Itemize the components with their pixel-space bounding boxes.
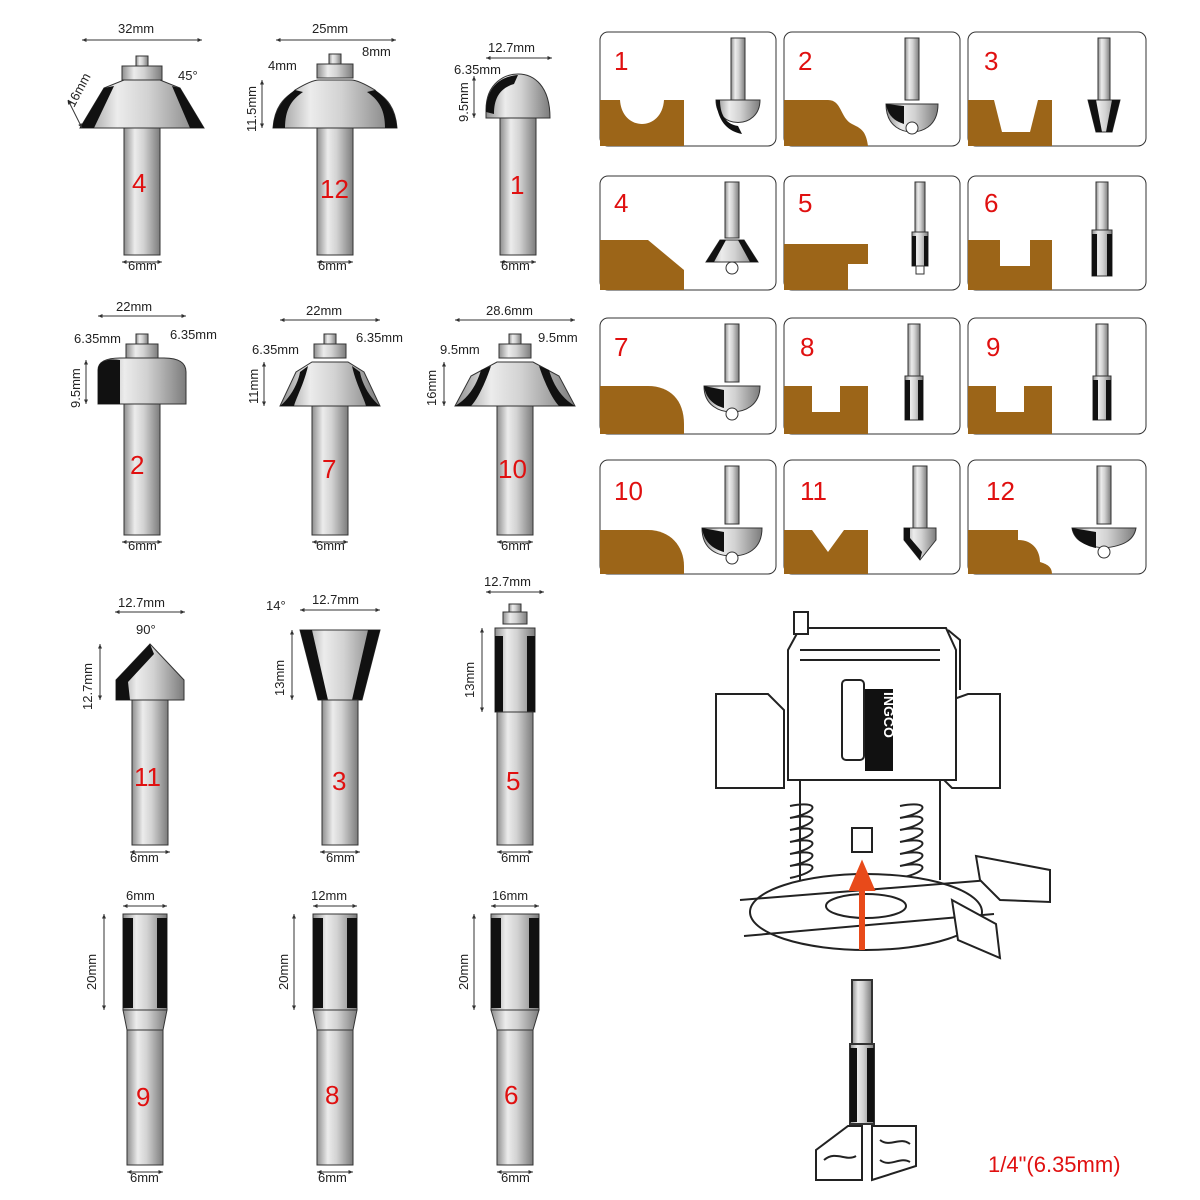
top-width-label: 12.7mm (484, 574, 531, 589)
bit-number: 2 (130, 450, 144, 480)
profile-cell: 10 (599, 459, 777, 575)
side-height-label: 20mm (276, 954, 291, 990)
top-width-label: 22mm (306, 303, 342, 318)
bit-drawing (122, 913, 540, 1166)
shank-label: 6mm (318, 258, 347, 273)
profile-cell: 6 (967, 175, 1147, 291)
profile-cell: 12 (967, 459, 1147, 575)
bit-labels: 32mm 16mm 45° 4 6mm 25mm 4mm 8mm 11.5mm … (63, 21, 577, 1185)
shank-size-label: 1/4"(6.35mm) (988, 1152, 1121, 1177)
extra-label: 9.5mm (538, 330, 578, 345)
bit-number: 6 (504, 1080, 518, 1110)
bit-number: 4 (132, 168, 146, 198)
profile-number: 1 (614, 46, 628, 76)
notch-label: 9.5mm (440, 342, 480, 357)
side-height-label: 12.7mm (80, 663, 95, 710)
shank-label: 6mm (128, 538, 157, 553)
shank-label: 6mm (128, 258, 157, 273)
top-width-label: 28.6mm (486, 303, 533, 318)
top-width-label: 32mm (118, 21, 154, 36)
profile-cell: 9 (967, 317, 1147, 435)
profile-cell: 1 (599, 31, 777, 147)
bit-number: 11 (134, 762, 161, 792)
bit-number: 5 (506, 766, 520, 796)
shank-label: 6mm (130, 850, 159, 865)
router-illustration: INGCO (715, 611, 1051, 1182)
profile-cell: 4 (599, 175, 777, 291)
bit-number: 10 (498, 454, 527, 484)
side-height-label: 16mm (424, 370, 439, 406)
profile-cell: 8 (783, 317, 961, 435)
angle-label: 14° (266, 598, 286, 613)
bit-drawing (97, 333, 576, 536)
side-height-label: 20mm (84, 954, 99, 990)
profile-number: 8 (800, 332, 814, 362)
shank-label: 6mm (316, 538, 345, 553)
side-height-label: 13mm (462, 662, 477, 698)
angle-label: 45° (178, 68, 198, 83)
bit-number: 3 (332, 766, 346, 796)
shank-label: 6mm (501, 1170, 530, 1185)
profile-cell: 11 (783, 459, 961, 575)
top-width-label: 22mm (116, 299, 152, 314)
extra-label: 8mm (362, 44, 391, 59)
side-height-label: 9.5mm (68, 368, 83, 408)
profile-number: 11 (800, 476, 827, 506)
bit-number: 7 (322, 454, 336, 484)
side-height-label: 13mm (272, 660, 287, 696)
notch-label: 6.35mm (252, 342, 299, 357)
notch-label: 6.35mm (74, 331, 121, 346)
side-height-label: 9.5mm (456, 82, 471, 122)
extra-label: 6.35mm (356, 330, 403, 345)
profile-number: 4 (614, 188, 628, 218)
profile-number: 3 (984, 46, 998, 76)
profile-grid: 1 2 3 4 5 (599, 31, 1147, 575)
extra-label: 6.35mm (170, 327, 217, 342)
top-width-label: 12.7mm (118, 595, 165, 610)
profile-cell: 2 (783, 31, 961, 147)
profile-cell: 5 (783, 175, 961, 291)
notch-label: 6.35mm (454, 62, 501, 77)
bit-drawing (115, 603, 536, 846)
side-height-label: 11.5mm (244, 86, 259, 132)
top-width-label: 12mm (311, 888, 347, 903)
profile-number: 10 (614, 476, 643, 506)
shank-label: 6mm (501, 538, 530, 553)
bit-number: 1 (510, 170, 524, 200)
profile-number: 2 (798, 46, 812, 76)
top-width-label: 16mm (492, 888, 528, 903)
profile-cell: 3 (967, 31, 1147, 147)
top-width-label: 12.7mm (312, 592, 359, 607)
bit-dimension-drawings: 32mm 16mm 45° 4 6mm 25mm 4mm 8mm 11.5mm … (63, 21, 577, 1185)
shank-label: 6mm (326, 850, 355, 865)
shank-label: 6mm (130, 1170, 159, 1185)
router-brand: INGCO (881, 692, 897, 738)
top-width-label: 12.7mm (488, 40, 535, 55)
top-width-label: 25mm (312, 21, 348, 36)
profile-number: 6 (984, 188, 998, 218)
bit-number: 8 (325, 1080, 339, 1110)
bit-number: 12 (320, 174, 349, 204)
angle-label: 90° (136, 622, 156, 637)
profile-number: 7 (614, 332, 628, 362)
profile-number: 12 (986, 476, 1015, 506)
profile-number: 5 (798, 188, 812, 218)
shank-label: 6mm (318, 1170, 347, 1185)
side-height-label: 11mm (246, 369, 261, 404)
dimension-lines (67, 38, 575, 1174)
notch-label: 4mm (268, 58, 297, 73)
side-height-label: 20mm (456, 954, 471, 990)
bit-drawing (79, 53, 551, 256)
shank-label: 6mm (501, 258, 530, 273)
side-height-label: 16mm (63, 70, 93, 109)
top-width-label: 6mm (126, 888, 155, 903)
profile-number: 9 (986, 332, 1000, 362)
bit-number: 9 (136, 1082, 150, 1112)
profile-cell: 7 (599, 317, 777, 435)
shank-label: 6mm (501, 850, 530, 865)
